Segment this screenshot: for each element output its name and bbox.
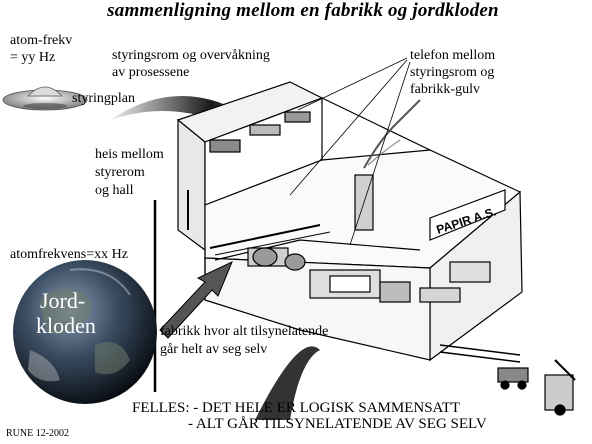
felles-line-1: FELLES: - DET HELE ER LOGISK SAMMENSATT	[132, 400, 461, 416]
label-heis-2: styrerom	[95, 165, 145, 180]
globe-icon	[13, 260, 157, 404]
label-styringsrom-2: av prosessene	[112, 65, 190, 80]
label-heis-1: heis mellom	[95, 147, 164, 162]
label-fabrikk-1: fabrikk hvor alt tilsynelatende	[160, 324, 329, 339]
page-title: sammenligning mellom en fabrikk og jordk…	[107, 0, 499, 21]
swoosh-arc-bottom	[255, 346, 320, 420]
globe-label-1: Jord-	[40, 288, 86, 313]
ufo-icon	[2, 86, 88, 111]
label-telefon-3: fabrikk-gulv	[410, 82, 480, 97]
label-fabrikk-2: går helt av seg selv	[160, 342, 268, 357]
label-atom-frekv-2: = yy Hz	[10, 50, 56, 65]
pointer-lines	[289, 57, 411, 246]
signature: RUNE 12-2002	[6, 428, 70, 439]
label-styringsrom-1: styringsrom og overvåkning	[112, 48, 270, 63]
label-atomfrekvens: atomfrekvens=xx Hz	[10, 247, 128, 262]
globe-label-2: kloden	[36, 313, 96, 338]
label-styringplan: styringplan	[72, 91, 135, 106]
label-telefon-2: styringsrom og	[410, 65, 495, 80]
felles-line-2: - ALT GÅR TILSYNELATENDE AV SEG SELV	[188, 416, 487, 432]
arrow-icon	[159, 260, 233, 339]
label-telefon-1: telefon mellom	[410, 48, 496, 63]
factory-building	[176, 81, 576, 416]
label-heis-3: og hall	[95, 183, 134, 198]
label-atom-frekv-1: atom-frekv	[10, 33, 73, 48]
